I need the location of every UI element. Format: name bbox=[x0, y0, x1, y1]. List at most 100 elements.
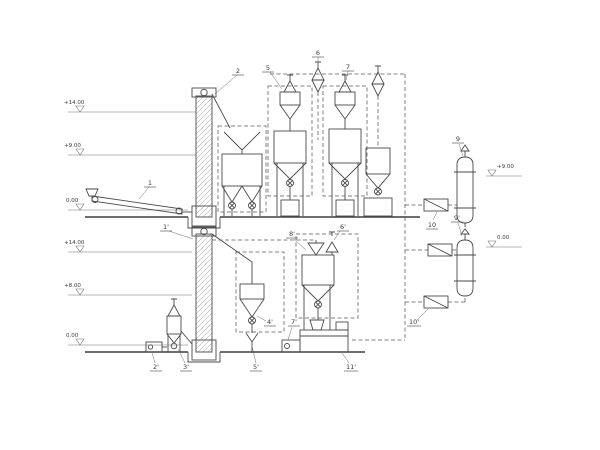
storage-tank-9p bbox=[454, 228, 476, 297]
enclosure-surge-bin bbox=[295, 233, 359, 319]
feeder-2p bbox=[145, 341, 167, 353]
label-cyclone5: 5 bbox=[262, 64, 283, 90]
elevation-triangle-icon bbox=[75, 203, 85, 211]
inlet-funnel bbox=[223, 131, 261, 154]
label-elevator: 2 bbox=[214, 67, 244, 95]
elevation-triangle-icon bbox=[75, 245, 85, 253]
valve-cross-icon bbox=[342, 180, 348, 186]
label-filter6p: 6' bbox=[333, 223, 349, 241]
label-bin8p: 8' bbox=[286, 230, 307, 251]
valve-cross-icon bbox=[287, 180, 293, 186]
elevation-marker: +9.00 bbox=[486, 164, 522, 177]
elevation-label: 0.00 bbox=[66, 333, 79, 339]
mixer-body bbox=[299, 329, 349, 353]
bin-body bbox=[365, 147, 391, 175]
item-number: 3' bbox=[183, 363, 189, 371]
item-labels: 1 2 5 6 7 9 9' bbox=[138, 49, 464, 372]
leader-line bbox=[214, 74, 238, 95]
elevator-head bbox=[191, 226, 217, 237]
hopper-legs bbox=[223, 186, 261, 216]
label-mixer11p: 11' bbox=[341, 352, 358, 372]
head-pulley bbox=[175, 207, 183, 215]
label-elevator1p: 1' bbox=[160, 223, 194, 240]
filter-cap-icon bbox=[371, 70, 385, 85]
item-number: 2 bbox=[236, 67, 240, 75]
label-airlock4p: 4' bbox=[256, 315, 276, 327]
mixer-motor bbox=[335, 321, 349, 331]
elevation-triangle-icon bbox=[487, 240, 497, 248]
item-number: 10' bbox=[409, 318, 419, 326]
filter-cap-icon bbox=[311, 66, 325, 81]
valve-circle bbox=[228, 201, 236, 210]
elevation-label: +9.00 bbox=[497, 164, 514, 170]
elevation-triangle-icon bbox=[75, 148, 85, 156]
charge-funnel bbox=[309, 319, 325, 331]
hopper-body bbox=[221, 153, 263, 187]
label-feeder2p: 2' bbox=[150, 352, 162, 372]
elevator-head bbox=[191, 87, 217, 98]
label-screw5p: 5' bbox=[250, 345, 262, 372]
support-legs bbox=[167, 335, 181, 352]
leader-line bbox=[293, 238, 307, 251]
bin-cone bbox=[365, 173, 391, 189]
item-number: 10 bbox=[428, 221, 436, 229]
pneumatic-duct-network bbox=[270, 73, 466, 341]
item-number: 8' bbox=[289, 230, 295, 238]
item-number: 7 bbox=[346, 63, 350, 71]
filter-cap-icon bbox=[338, 80, 352, 93]
leader-line bbox=[269, 71, 283, 90]
fan-body bbox=[423, 295, 449, 309]
aspiration-filter-6p bbox=[325, 231, 339, 255]
filter-cap-icon bbox=[167, 304, 181, 317]
bin-cone bbox=[301, 284, 335, 302]
item-number: 1 bbox=[148, 179, 152, 187]
bin-cone bbox=[328, 162, 362, 180]
item-number: 2' bbox=[153, 363, 159, 371]
elevation-triangle-icon bbox=[75, 338, 85, 346]
elevator-boot bbox=[191, 339, 217, 361]
base-machine bbox=[335, 199, 355, 217]
valve-cross-icon bbox=[375, 188, 381, 195]
feed-chute bbox=[85, 188, 99, 197]
vent-stem bbox=[287, 74, 293, 81]
elevator-column bbox=[195, 95, 213, 218]
cyclone-tower-right bbox=[363, 65, 393, 217]
label-tank9: 9 bbox=[452, 135, 464, 157]
airlift-3p bbox=[166, 298, 193, 352]
label-fan10p: 10' bbox=[407, 308, 429, 327]
item-number: 9 bbox=[456, 135, 460, 143]
cyclone-body bbox=[279, 91, 301, 106]
fan-body bbox=[423, 198, 449, 212]
elevation-triangle-icon bbox=[75, 288, 85, 296]
item-number: 5' bbox=[253, 363, 259, 371]
fan-unit-10p bbox=[423, 295, 449, 309]
leader-line bbox=[416, 308, 429, 321]
cyclone-body bbox=[239, 283, 265, 300]
rotary-valve bbox=[286, 179, 294, 187]
valve-cross-icon bbox=[249, 202, 255, 209]
filter-cap-icon bbox=[283, 80, 297, 93]
elevation-label: +14.00 bbox=[64, 240, 85, 246]
vent-stem bbox=[171, 298, 177, 305]
surge-bin-8p bbox=[301, 231, 339, 330]
elevation-label: 0.00 bbox=[497, 235, 510, 241]
rotary-valve bbox=[248, 201, 256, 210]
cone bbox=[166, 333, 182, 344]
vent-cap-icon bbox=[460, 144, 470, 152]
tail-pulley bbox=[91, 196, 99, 203]
conveyor-body bbox=[91, 195, 183, 215]
lower-elevator-pit bbox=[187, 352, 221, 363]
aspiration-filter-6 bbox=[311, 61, 325, 140]
cyclone-cone bbox=[334, 104, 356, 129]
leader-line bbox=[287, 326, 293, 341]
elevator-boot bbox=[191, 205, 217, 227]
cyclone-body bbox=[334, 91, 356, 106]
hopper-cones bbox=[221, 185, 263, 203]
vent-cap-icon bbox=[460, 228, 470, 235]
rotary-valve bbox=[374, 187, 382, 196]
bucket-elevator-1p bbox=[191, 226, 316, 361]
bin-cone bbox=[273, 162, 307, 180]
item-number: 5 bbox=[266, 64, 270, 72]
rotary-valve bbox=[314, 300, 322, 309]
tank-shell bbox=[456, 239, 474, 297]
